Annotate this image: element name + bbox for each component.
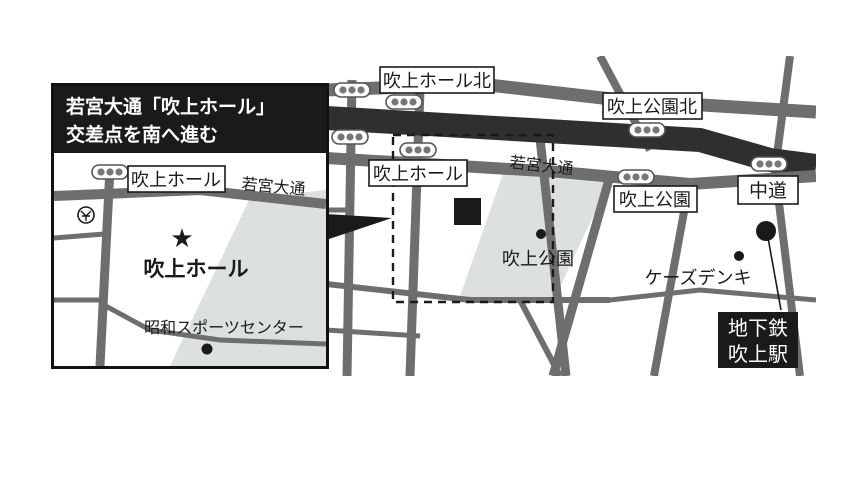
sports-center-point — [201, 343, 213, 355]
signal-icon — [399, 142, 437, 158]
hall-building — [454, 198, 481, 225]
station-label-line1: 地下鉄 — [728, 316, 788, 340]
minor-roads — [326, 56, 816, 376]
inset-frame — [51, 83, 329, 369]
park-area — [458, 168, 612, 302]
inset-park-area — [170, 190, 326, 366]
signal-icon — [750, 156, 788, 172]
signal-icon — [91, 164, 129, 180]
post-office-icon — [77, 206, 95, 224]
inset-map: 吹上ホール 若宮大通 ★ 吹上ホール 昭和スポーツセンター 若宮大通「吹上ホール… — [51, 83, 329, 369]
intersection-label: 吹上公園 — [619, 190, 691, 211]
store-label: ケーズデンキ — [644, 268, 751, 289]
inset-title-line2: 交差点を南へ進む — [66, 123, 218, 146]
intersection-label: 吹上ホール — [373, 164, 463, 185]
star-icon: ★ — [170, 224, 193, 254]
park-point — [536, 229, 546, 239]
callout-pointer — [326, 214, 392, 240]
intersection-label: 中道 — [749, 180, 787, 202]
station-leader — [766, 231, 782, 311]
inset-header — [54, 86, 326, 153]
park-label: 吹上公園 — [502, 249, 574, 270]
signal-icon — [385, 94, 423, 110]
intersection-label: 吹上ホール北 — [383, 71, 491, 92]
signal-icon — [331, 129, 369, 145]
inset-focus-area — [391, 133, 555, 304]
store-point — [734, 251, 744, 261]
inset-title-line1: 若宮大通「吹上ホール」 — [66, 95, 275, 118]
signal-icon — [628, 122, 666, 138]
station-point — [756, 221, 776, 241]
signal-icon — [333, 82, 371, 98]
inset-intersection-label: 吹上ホール — [131, 170, 221, 191]
intersection-label: 吹上公園北 — [607, 97, 697, 118]
expressway — [326, 106, 816, 178]
station-label-line2: 吹上駅 — [728, 342, 788, 366]
main-map: 吹上ホール北 吹上公園北 吹上ホール 吹上公園 中道 若宮大通 吹上公園 ケーズ… — [326, 56, 816, 376]
signal-icon — [617, 169, 655, 185]
venue-label: 吹上ホール — [144, 257, 249, 281]
sports-center-label: 昭和スポーツセンター — [144, 318, 304, 337]
